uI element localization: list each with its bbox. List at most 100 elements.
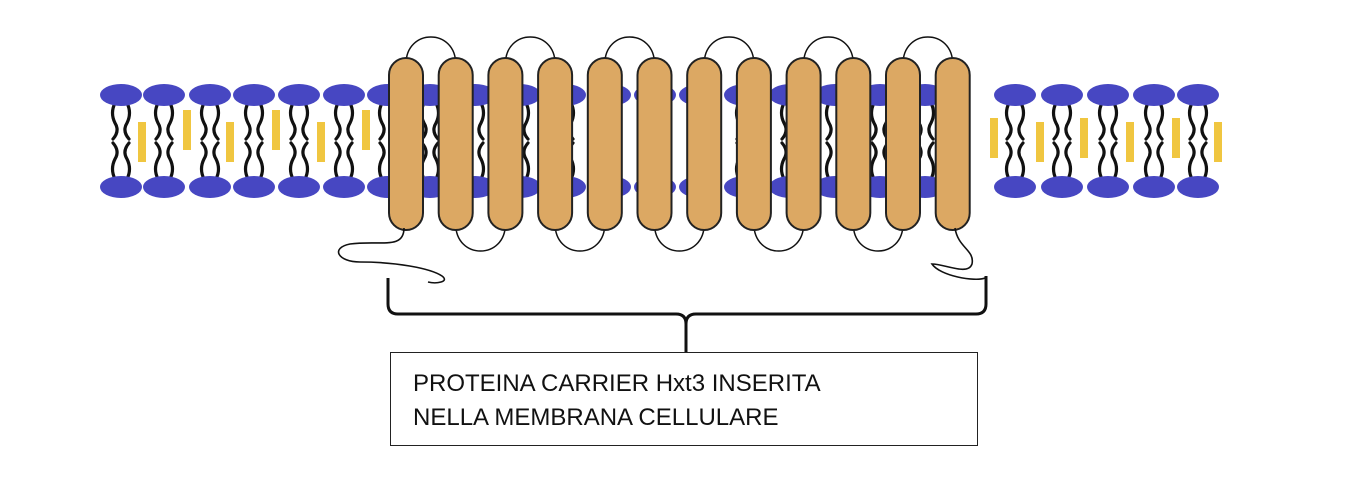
lipid-tail bbox=[256, 101, 265, 141]
lipid-tail bbox=[1051, 101, 1060, 141]
lipid-tail bbox=[1200, 141, 1209, 181]
protein-helices bbox=[388, 57, 971, 231]
curly-brace bbox=[386, 276, 988, 352]
lipid-tail bbox=[1017, 141, 1026, 181]
phospholipid-pair bbox=[189, 84, 231, 198]
lipid-tail bbox=[869, 141, 878, 181]
lipid-tail bbox=[377, 141, 386, 181]
transmembrane-helix bbox=[934, 57, 971, 231]
extracellular-loop bbox=[902, 36, 954, 65]
caption-line-1: PROTEINA CARRIER Hxt3 INSERITA bbox=[413, 370, 821, 397]
intracellular-loop bbox=[554, 223, 606, 252]
cholesterol-bar bbox=[990, 118, 998, 158]
lipid-tail bbox=[927, 141, 936, 181]
lipid-tail bbox=[779, 101, 788, 141]
lipid-tail bbox=[1156, 141, 1165, 181]
lipid-tail bbox=[1064, 141, 1073, 181]
lipid-tail bbox=[346, 101, 355, 141]
lipid-tail bbox=[166, 101, 175, 141]
lipid-tail bbox=[477, 101, 486, 141]
n-terminus-tail bbox=[337, 227, 446, 284]
phospholipid-head bbox=[1133, 176, 1175, 198]
lipid-tail bbox=[153, 101, 162, 141]
phospholipid-head bbox=[323, 84, 365, 106]
phospholipid-head bbox=[1041, 176, 1083, 198]
phospholipid-pair bbox=[994, 84, 1036, 198]
lipid-tail bbox=[824, 141, 833, 181]
phospholipid-head bbox=[1087, 176, 1129, 198]
caption-line-2: NELLA MEMBRANA CELLULARE bbox=[413, 404, 779, 431]
phospholipid-head bbox=[233, 176, 275, 198]
extracellular-loop bbox=[604, 36, 656, 65]
cholesterol-bar bbox=[272, 110, 280, 150]
lipid-tail bbox=[1110, 141, 1119, 181]
lipid-tail bbox=[333, 101, 342, 141]
phospholipid-head bbox=[1177, 84, 1219, 106]
phospholipid-head bbox=[1041, 84, 1083, 106]
transmembrane-helix bbox=[537, 57, 574, 231]
cholesterol-bar bbox=[138, 122, 146, 162]
phospholipid-pair bbox=[233, 84, 275, 198]
transmembrane-helix bbox=[735, 57, 772, 231]
lipid-tail bbox=[824, 101, 833, 141]
extracellular-loop bbox=[405, 36, 457, 65]
phospholipid-head bbox=[1133, 84, 1175, 106]
extracellular-loop bbox=[504, 36, 556, 65]
lipid-tail bbox=[522, 101, 531, 141]
transmembrane-helix bbox=[785, 57, 822, 231]
lipid-tail bbox=[377, 101, 386, 141]
lipid-tail bbox=[1200, 101, 1209, 141]
lipid-tail bbox=[110, 141, 119, 181]
lipid-tail bbox=[301, 141, 310, 181]
phospholipid-head bbox=[1177, 176, 1219, 198]
lipid-tail bbox=[288, 141, 297, 181]
phospholipid-head bbox=[994, 84, 1036, 106]
lipid-tail bbox=[927, 101, 936, 141]
lipid-tail bbox=[1110, 101, 1119, 141]
lipid-tail bbox=[1051, 141, 1060, 181]
lipid-tail bbox=[1187, 101, 1196, 141]
cholesterol-bar bbox=[1080, 118, 1088, 158]
lipid-tail bbox=[123, 101, 132, 141]
lipid-tail bbox=[1064, 101, 1073, 141]
phospholipid-pair bbox=[1041, 84, 1083, 198]
phospholipid-head bbox=[189, 176, 231, 198]
lipid-tail bbox=[212, 141, 221, 181]
protein-loops bbox=[405, 36, 954, 252]
lipid-tail bbox=[212, 101, 221, 141]
cholesterol-bar bbox=[317, 122, 325, 162]
phospholipid-pair bbox=[1087, 84, 1129, 198]
lipid-tail bbox=[1143, 101, 1152, 141]
transmembrane-helix bbox=[487, 57, 524, 231]
caption-box: PROTEINA CARRIER Hxt3 INSERITA NELLA MEM… bbox=[390, 352, 978, 446]
phospholipid-head bbox=[100, 84, 142, 106]
phospholipid-pair bbox=[278, 84, 320, 198]
phospholipid-pair bbox=[100, 84, 142, 198]
transmembrane-helix bbox=[388, 57, 424, 231]
extracellular-loop bbox=[703, 36, 755, 65]
lipid-tail bbox=[199, 101, 208, 141]
intracellular-loop bbox=[852, 223, 904, 252]
intracellular-loop bbox=[753, 223, 805, 252]
phospholipid-head bbox=[143, 84, 185, 106]
cholesterol-bar bbox=[1126, 122, 1134, 162]
phospholipid-head bbox=[233, 84, 275, 106]
cholesterol-bar bbox=[1172, 118, 1180, 158]
lipid-tail bbox=[123, 141, 132, 181]
phospholipid-pair bbox=[143, 84, 185, 198]
lipid-tail bbox=[1097, 141, 1106, 181]
lipid-tail bbox=[153, 141, 162, 181]
phospholipid-pair bbox=[323, 84, 365, 198]
lipid-tail bbox=[1017, 101, 1026, 141]
lipid-tail bbox=[333, 141, 342, 181]
lipid-tail bbox=[522, 141, 531, 181]
lipid-tail bbox=[1097, 101, 1106, 141]
phospholipid-head bbox=[143, 176, 185, 198]
phospholipid-head bbox=[278, 176, 320, 198]
phospholipid-head bbox=[100, 176, 142, 198]
lipid-tail bbox=[346, 141, 355, 181]
lipid-tail bbox=[1004, 141, 1013, 181]
lipid-tail bbox=[243, 101, 252, 141]
lipid-tail bbox=[256, 141, 265, 181]
